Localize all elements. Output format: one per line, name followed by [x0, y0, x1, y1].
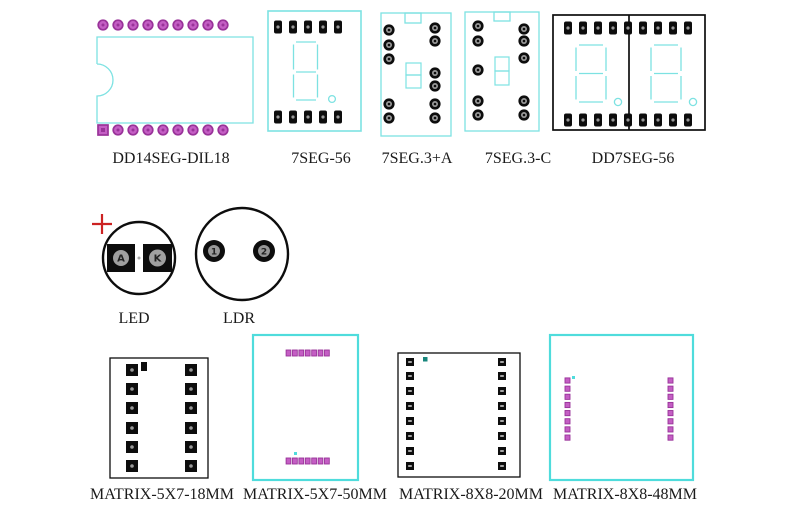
label-matrix-5x7-18mm: MATRIX-5X7-18MM: [90, 486, 234, 503]
label-matrix-5x7-50mm: MATRIX-5X7-50MM: [243, 486, 387, 503]
label-ldr: LDR: [223, 310, 255, 327]
label-7seg-56: 7SEG-56: [291, 150, 351, 167]
decimal-point: [688, 97, 698, 107]
footprint-led: A K: [92, 214, 177, 296]
footprint-matrix-8x8-20mm: [397, 352, 521, 478]
footprint-7seg-56: [267, 10, 362, 132]
footprint-matrix-5x7-18mm: [109, 357, 209, 479]
footprint-matrix-8x8-48mm: [548, 333, 695, 482]
label-7seg3-plus-a: 7SEG.3+A: [381, 150, 453, 167]
label-dd14seg-dil18: DD14SEG-DIL18: [112, 150, 230, 167]
pin1-marker: [572, 376, 575, 379]
seven-segment-digit: [650, 44, 682, 103]
decimal-point: [613, 97, 623, 107]
label-led: LED: [118, 310, 150, 327]
ldr-pin1-label: 1: [211, 248, 217, 258]
footprint-matrix-5x7-50mm: [251, 333, 360, 482]
pin1-marker: [141, 362, 147, 371]
led-cathode-label: K: [154, 254, 163, 265]
seven-segment-digit: [292, 41, 319, 101]
pin1-marker: [423, 357, 428, 362]
label-dd7seg-56: DD7SEG-56: [591, 150, 675, 167]
led-anode-label: A: [117, 254, 125, 265]
label-matrix-8x8-48mm: MATRIX-8X8-48MM: [553, 486, 697, 503]
label-matrix-8x8-20mm: MATRIX-8X8-20MM: [399, 486, 543, 503]
decimal-point: [327, 94, 337, 104]
footprint-dd7seg-56: [552, 14, 706, 131]
seven-segment-digit: [575, 44, 607, 103]
polarity-plus-marker: [92, 214, 112, 234]
footprint-7seg3-plus-a: [380, 12, 452, 137]
pin1-marker: [294, 452, 297, 455]
footprint-7seg3-minus-c: [464, 11, 540, 132]
footprint-dd14seg-dil18: [96, 19, 254, 136]
label-7seg3-minus-c: 7SEG.3-C: [484, 150, 552, 167]
ldr-pin2-label: 2: [261, 248, 267, 258]
footprint-ldr: 1 2: [194, 206, 290, 302]
